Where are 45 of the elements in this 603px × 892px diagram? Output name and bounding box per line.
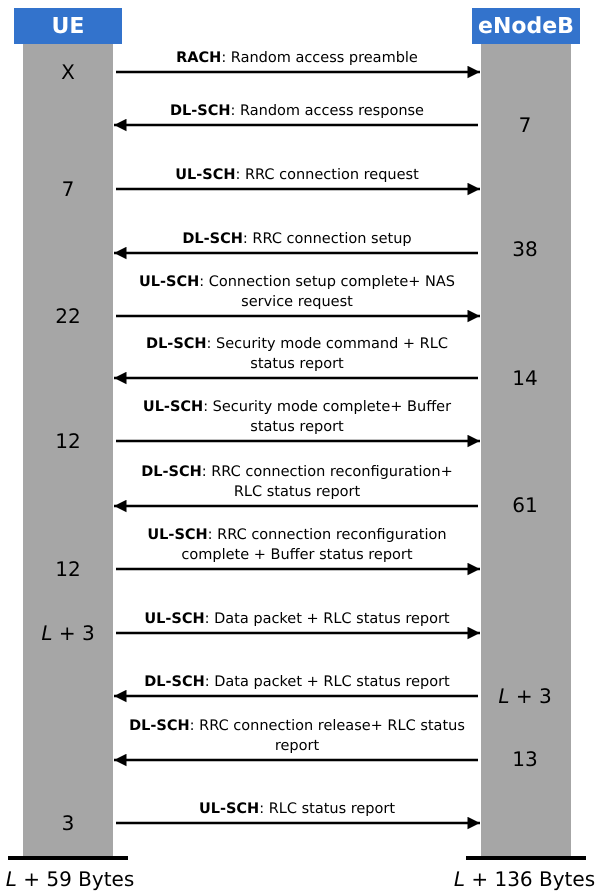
byte-count: X [61,59,75,86]
byte-count: L + 3 [498,683,552,710]
byte-count: 13 [512,746,538,773]
lifeline-bar [23,44,113,858]
edge-label: UL-SCH: Security mode complete+ Buffer status report [142,398,452,437]
byte-count: 22 [55,303,81,330]
message-arrow [116,434,480,448]
message-arrow [114,500,478,512]
message-arrow [114,118,478,132]
message-arrow [116,66,480,78]
edge-label: UL-SCH: RLC status report [198,800,396,819]
edge-label: DL-SCH: RRC connection setup [182,230,412,249]
byte-count: 61 [512,492,538,519]
byte-count: L + 3 [41,620,95,647]
edge-label: DL-SCH: Data packet + RLC status report [144,673,450,692]
edge-label: RACH: Random access preamble [176,49,418,68]
edge-label: UL-SCH: Data packet + RLC status report [144,610,450,629]
byte-count: 12 [55,428,81,455]
byte-count: 12 [55,556,81,583]
edge-label: DL-SCH: Random access response [170,102,424,121]
edge-label: UL-SCH: RRC connection request [175,166,419,185]
message-arrow [114,754,478,766]
total-bytes: L + 59 Bytes [6,866,134,892]
byte-count: 14 [512,365,538,392]
message-arrow [116,626,480,640]
edge-label: UL-SCH: Connection setup complete+ NAS service request [138,273,456,312]
byte-count: 38 [512,236,538,263]
message-arrow [116,816,480,830]
edge-label: DL-SCH: RRC connection reconfiguration+ RLC status report [140,463,454,502]
message-arrow [116,310,480,322]
message-arrow [116,182,480,196]
message-arrow [116,562,480,576]
message-arrow [114,372,478,384]
byte-count: 7 [62,176,74,203]
byte-count: 3 [62,810,74,837]
lifeline-header: UE [14,8,122,44]
total-bytes: L + 136 Bytes [454,866,596,892]
message-arrow [114,690,478,702]
edge-label: DL-SCH: RRC connection release+ RLC status report [128,717,466,756]
lifeline-header: eNodeB [472,8,580,44]
edge-label: DL-SCH: Security mode command + RLC status report [145,335,449,374]
lifeline-bar [481,44,571,858]
message-arrow [114,246,478,260]
byte-count: 7 [518,112,532,139]
edge-label: UL-SCH: RRC connection reconfiguration complete + Buffer status report [146,526,448,565]
